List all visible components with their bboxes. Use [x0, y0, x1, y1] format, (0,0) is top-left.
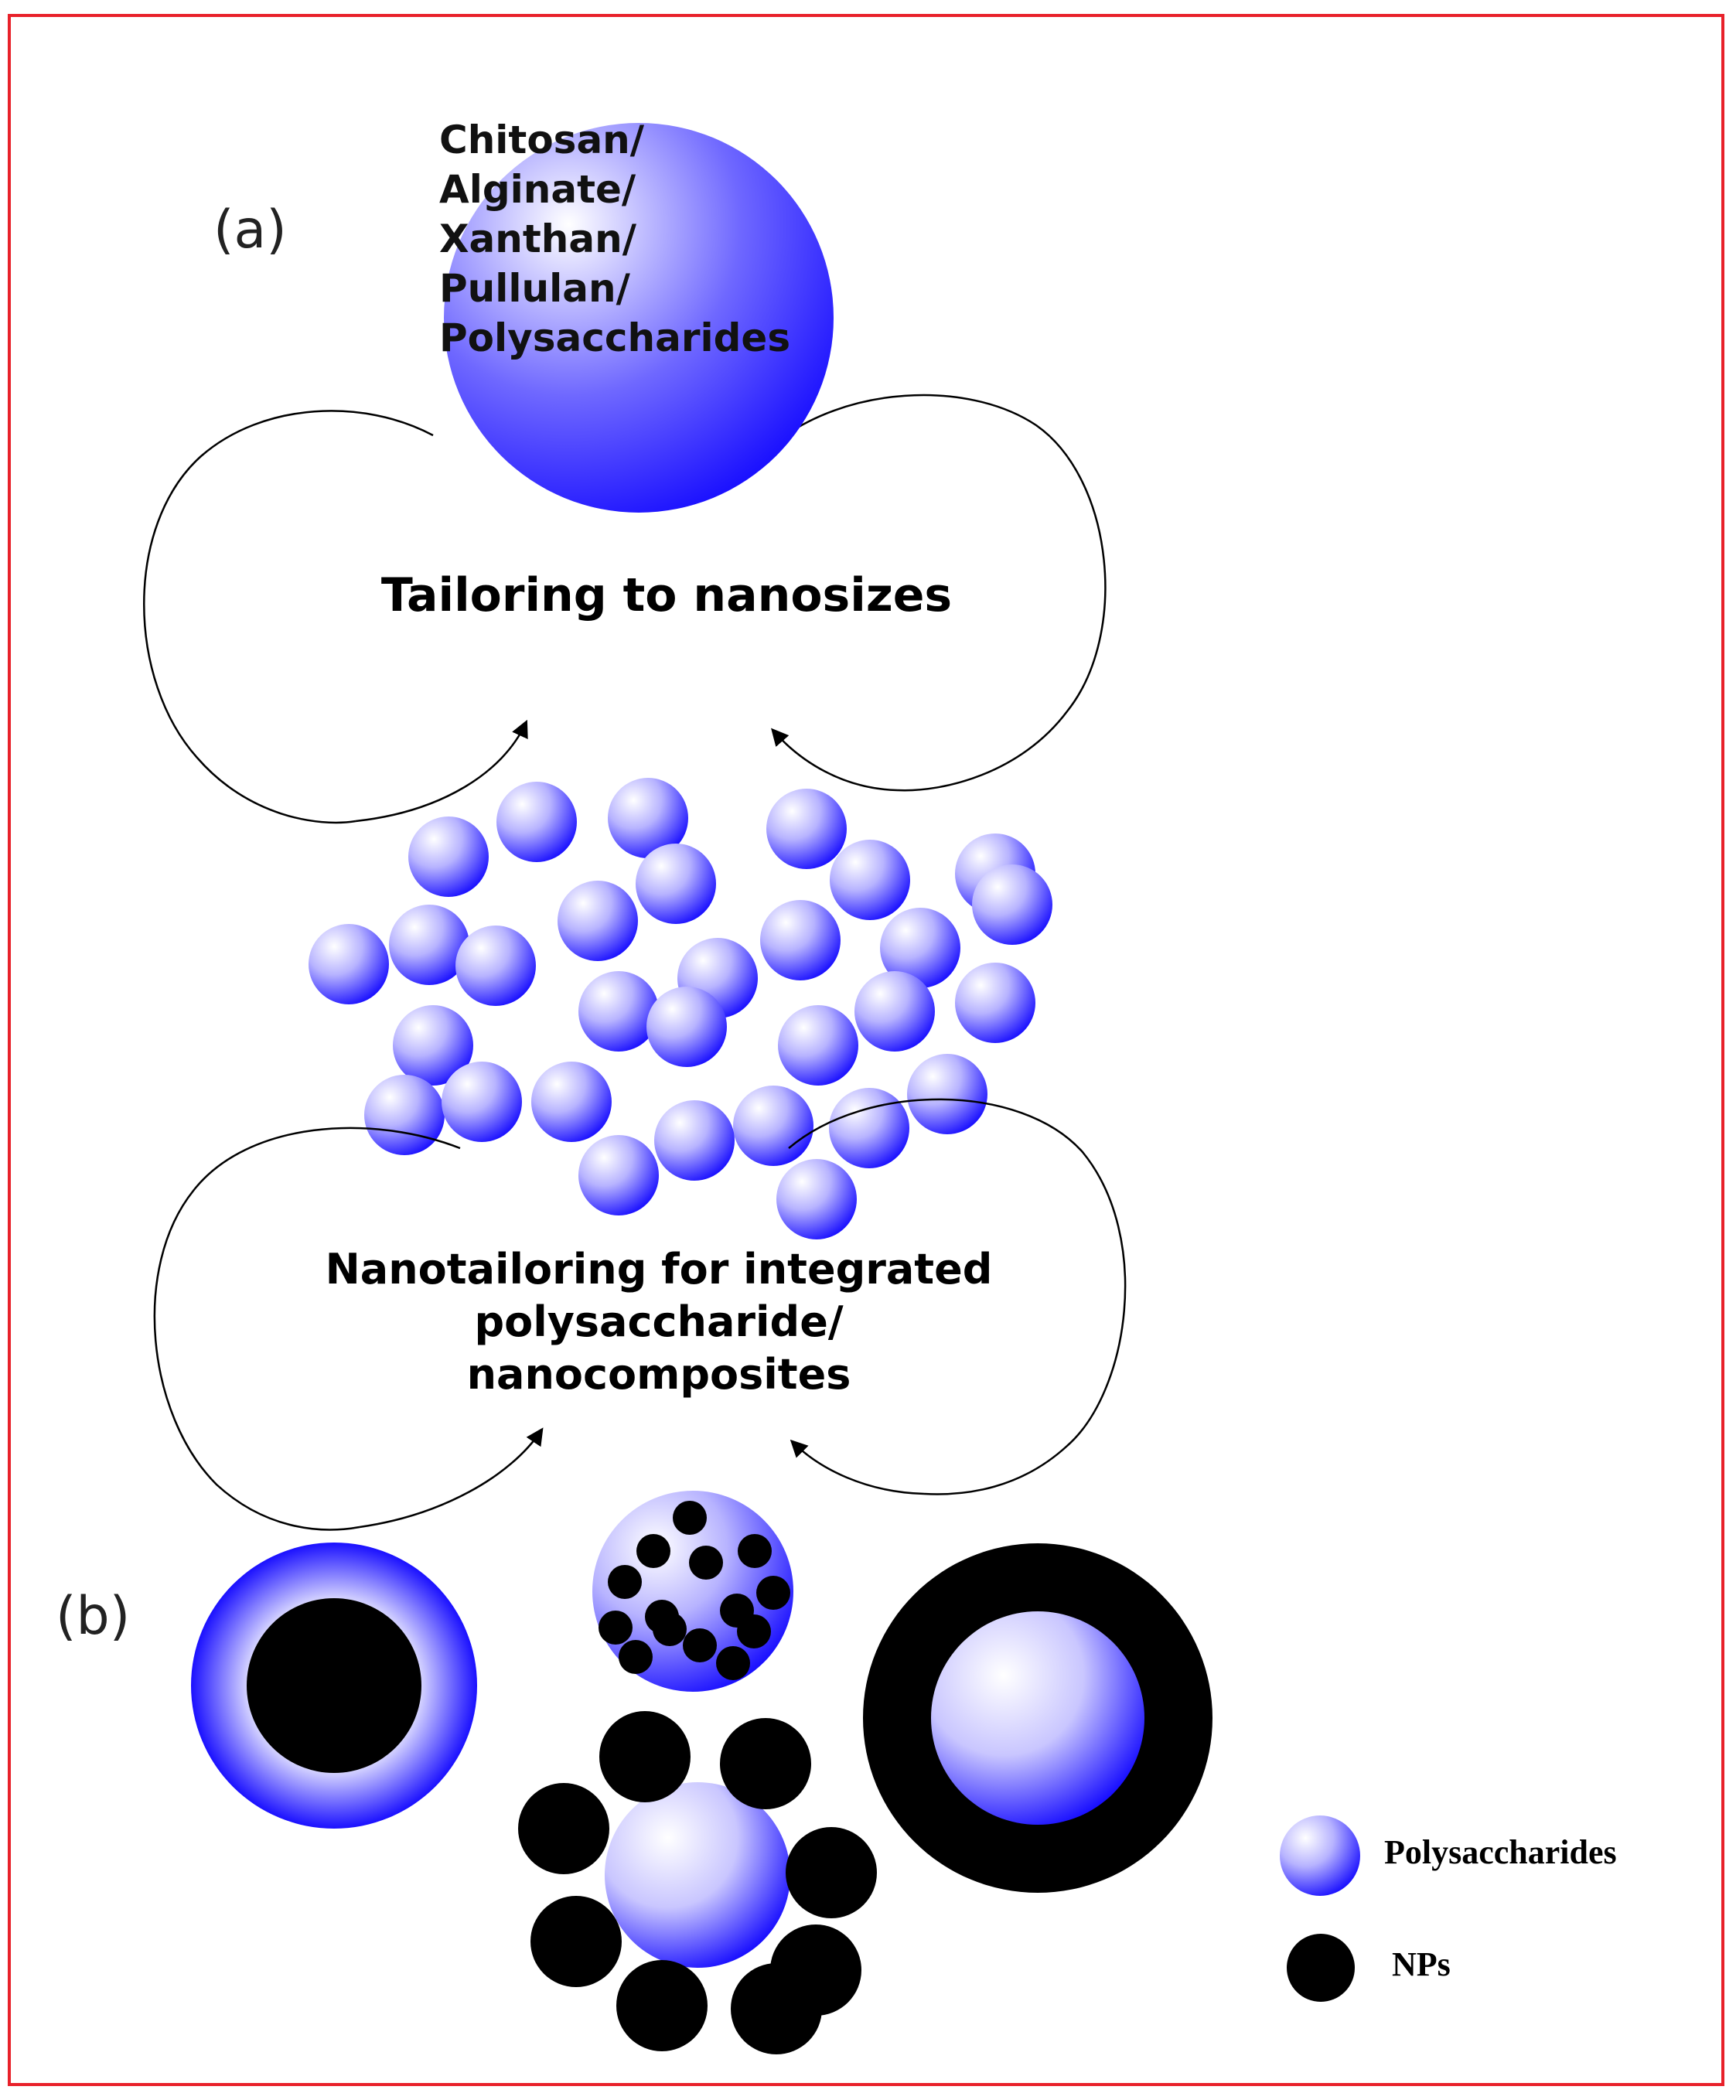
cycle-arrow-right-2-lower: [790, 1439, 925, 1495]
cycle-arrow-left-lower: [355, 719, 528, 823]
embedded-np: [599, 1611, 633, 1645]
embedded-np: [738, 1534, 772, 1568]
panel-b: (b) Polysaccharides NPs: [56, 1491, 1617, 2054]
nanosphere: [733, 1086, 813, 1166]
nanosphere: [776, 1159, 857, 1239]
decorating-np: [599, 1711, 691, 1802]
step-label-nanotailoring-line-2: polysaccharide/: [474, 1297, 843, 1346]
polymer-name-xanthan: Xanthan/: [439, 216, 637, 261]
nanosphere: [408, 816, 489, 897]
polysaccharide-core-sphere: [605, 1782, 790, 1968]
nanosphere: [442, 1062, 522, 1142]
decorating-np: [616, 1960, 708, 2051]
panel-a-letter: (a): [213, 199, 287, 261]
nanosphere-cluster: [309, 778, 1052, 1239]
polysaccharide-big-sphere: [444, 123, 834, 513]
nanosphere: [455, 926, 536, 1006]
embedded-np: [689, 1546, 723, 1580]
nanosphere: [578, 971, 659, 1052]
polymer-name-list: Chitosan/ Alginate/ Xanthan/ Pullulan/ P…: [439, 118, 790, 360]
embedded-np: [737, 1614, 771, 1648]
nanosphere: [309, 924, 389, 1004]
polymer-name-alginate: Alginate/: [439, 167, 636, 212]
polymer-name-polysaccharides: Polysaccharides: [439, 315, 790, 360]
np-decorated-polysaccharide: [518, 1711, 877, 2054]
nanosphere: [393, 1005, 473, 1086]
embedded-np: [683, 1628, 717, 1662]
panel-a: (a) Chitosan/ Alginate/ Xanthan/ Pullula…: [143, 118, 1127, 1531]
embedded-np: [756, 1576, 790, 1610]
decorating-np: [530, 1896, 622, 1987]
polymer-name-chitosan: Chitosan/: [439, 118, 645, 162]
legend-label-nps: NPs: [1392, 1945, 1451, 1983]
legend-swatch-nps: [1287, 1934, 1355, 2002]
nanosphere: [972, 864, 1052, 945]
panel-b-letter: (b): [56, 1586, 130, 1647]
np-core-polysaccharide-shell: [191, 1543, 477, 1829]
nanosphere: [654, 1100, 735, 1181]
embedded-np: [636, 1534, 670, 1568]
step-label-nanotailoring-line-3: nanocomposites: [467, 1350, 851, 1399]
cycle-arrow-left-2-lower: [359, 1427, 544, 1529]
nanosphere: [907, 1054, 987, 1134]
embedded-np: [619, 1640, 653, 1674]
nanosphere: [364, 1075, 445, 1155]
nanosphere: [389, 905, 469, 985]
embedded-np: [716, 1646, 750, 1680]
cycle-arrow-right-2-upper: [788, 1098, 1127, 1495]
nanosphere: [830, 840, 910, 920]
step-label-tailoring: Tailoring to nanosizes: [381, 568, 952, 622]
decorating-np: [518, 1783, 609, 1874]
nanosphere: [646, 987, 727, 1067]
cycle-arrow-right-upper: [773, 394, 1107, 792]
nanosphere: [766, 789, 847, 869]
cycle-arrow-left-2-upper: [153, 1127, 461, 1531]
cycle-arrow-left-upper: [143, 410, 434, 824]
nanosphere: [829, 1088, 909, 1168]
nanosphere: [636, 844, 716, 924]
cycle-arrow-right-lower: [771, 728, 898, 792]
nanosphere: [608, 778, 688, 858]
nanosphere: [880, 908, 960, 988]
polysaccharide-matrix-embedded-nps: [592, 1491, 793, 1692]
nanosphere: [760, 900, 841, 980]
nanosphere: [854, 971, 935, 1052]
figure-frame: [8, 14, 1724, 2086]
decorating-np: [786, 1827, 877, 1918]
nanosphere: [558, 881, 638, 961]
decorating-np: [720, 1718, 811, 1809]
nanosphere: [531, 1062, 612, 1142]
nanosphere: [955, 963, 1035, 1043]
polymer-name-pullulan: Pullulan/: [439, 266, 631, 311]
embedded-np: [673, 1501, 707, 1535]
legend-label-polysaccharides: Polysaccharides: [1384, 1833, 1617, 1871]
step-label-nanotailoring: Nanotailoring for integrated polysacchar…: [326, 1245, 993, 1399]
embedded-np: [653, 1612, 687, 1646]
polysaccharide-core: [931, 1611, 1144, 1825]
polysaccharide-core-np-shell: [863, 1543, 1212, 1893]
nanosphere: [778, 1005, 858, 1086]
nanosphere: [496, 782, 577, 862]
np-core: [247, 1598, 421, 1773]
nanosphere: [578, 1135, 659, 1215]
step-label-nanotailoring-line-1: Nanotailoring for integrated: [326, 1245, 993, 1294]
legend-swatch-polysaccharides: [1280, 1815, 1360, 1896]
legend: Polysaccharides NPs: [1280, 1815, 1617, 2002]
embedded-np: [608, 1565, 642, 1599]
decorating-np: [731, 1963, 822, 2054]
